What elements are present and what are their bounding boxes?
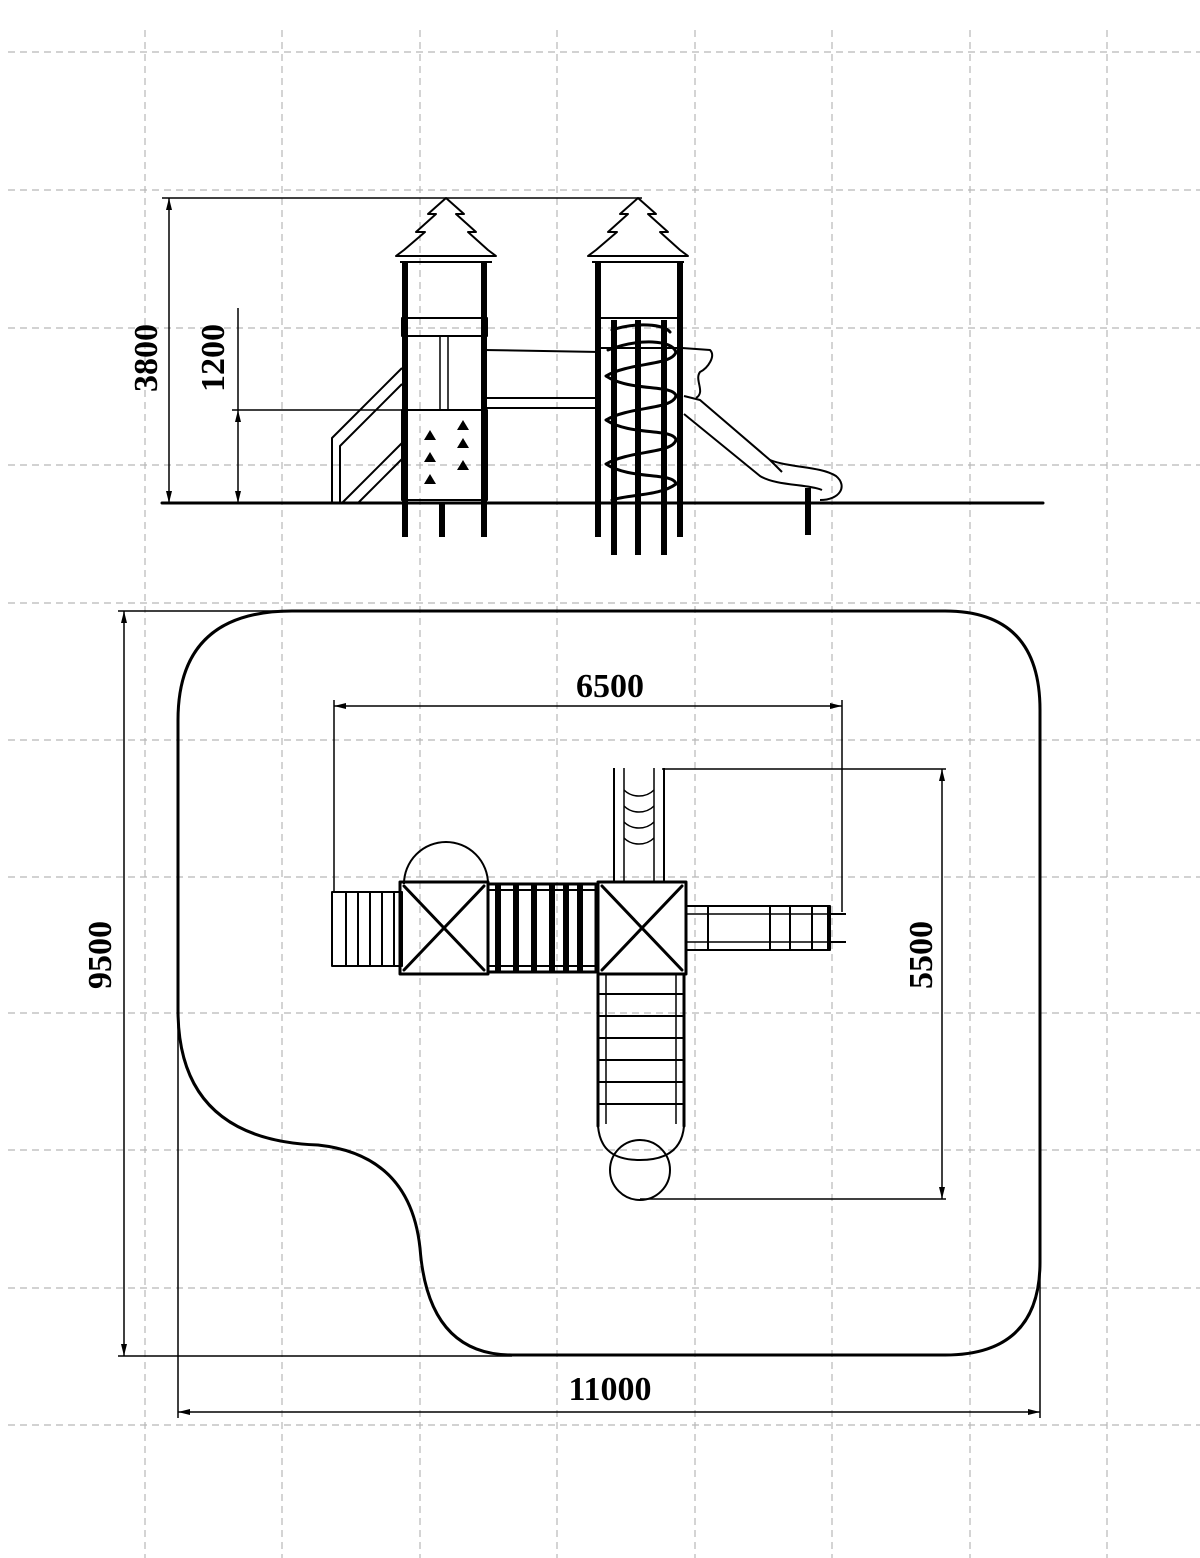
left-tower-plan bbox=[398, 841, 490, 976]
right-tower bbox=[587, 197, 689, 555]
dimension-zone-width: 11000 bbox=[177, 1010, 1041, 1418]
dimension-label-11000: 11000 bbox=[568, 1371, 651, 1408]
dimension-label-3800: 3800 bbox=[128, 324, 165, 392]
left-ramp bbox=[331, 367, 403, 504]
dimension-label-1200: 1200 bbox=[195, 324, 232, 392]
right-slide-plan bbox=[685, 905, 846, 951]
dimension-equipment-width: 6500 bbox=[333, 668, 843, 912]
bridge-plan bbox=[486, 882, 598, 974]
plan-view: 6500 5500 9500 11000 bbox=[82, 609, 1042, 1418]
dimension-equipment-depth: 5500 bbox=[640, 768, 946, 1200]
top-slide-plan bbox=[613, 768, 665, 882]
right-slide bbox=[681, 347, 843, 535]
left-ladder bbox=[331, 891, 403, 967]
dimension-label-9500: 9500 bbox=[82, 921, 119, 989]
safety-zone-outline bbox=[176, 609, 1042, 1357]
dimension-label-5500: 5500 bbox=[903, 921, 940, 989]
dimension-zone-depth: 9500 bbox=[82, 610, 512, 1357]
right-tower-plan bbox=[596, 880, 688, 976]
dimension-platform-height: 1200 bbox=[195, 308, 404, 503]
bottom-slide-plan bbox=[596, 972, 686, 1201]
dimension-label-6500: 6500 bbox=[576, 668, 644, 705]
side-elevation: 3800 1200 bbox=[128, 197, 1045, 555]
background-grid bbox=[8, 30, 1200, 1558]
left-tower bbox=[395, 197, 497, 537]
dimension-overall-height: 3800 bbox=[128, 197, 642, 503]
bridge bbox=[483, 349, 601, 409]
